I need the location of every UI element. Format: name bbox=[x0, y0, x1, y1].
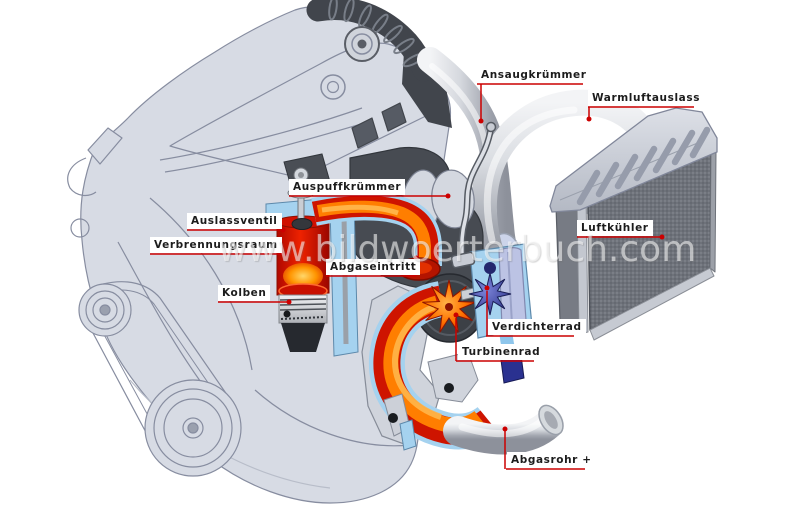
piston-skirt bbox=[281, 323, 325, 352]
exhaust-valve-head bbox=[291, 218, 313, 230]
label-luftkuehler[interactable]: Luftkühler bbox=[577, 220, 653, 236]
label-warmluftauslass[interactable]: Warmluftauslass bbox=[588, 90, 705, 106]
bolt-hole bbox=[444, 383, 454, 393]
label-verdichterrad[interactable]: Verdichterrad bbox=[488, 319, 586, 335]
label-auslassventil[interactable]: Auslassventil bbox=[187, 213, 282, 229]
label-leader-lines bbox=[150, 83, 694, 470]
label-verbrennungsraum[interactable]: Verbrennungsraum bbox=[150, 237, 282, 253]
pulley-small bbox=[78, 283, 132, 337]
label-abgasrohr[interactable]: Abgasrohr + bbox=[507, 452, 596, 468]
combustion-glow bbox=[283, 263, 323, 289]
label-kolben[interactable]: Kolben bbox=[218, 285, 271, 301]
label-ansaugkruemmer[interactable]: Ansaugkrümmer bbox=[477, 67, 591, 83]
cover-ribs bbox=[576, 126, 711, 206]
wire-loop bbox=[70, 218, 90, 238]
oil-line bbox=[450, 121, 497, 269]
engine-block bbox=[67, 5, 452, 504]
intake-slot bbox=[351, 117, 379, 149]
bolt-hole bbox=[388, 413, 398, 423]
compressor-wheel bbox=[468, 272, 512, 316]
exhaust-pipe-out bbox=[443, 404, 564, 455]
label-abgaseintritt[interactable]: Abgaseintritt bbox=[326, 259, 421, 275]
intake-slot bbox=[381, 102, 407, 132]
engine-mount bbox=[87, 127, 123, 165]
intercooler-rim bbox=[589, 267, 715, 341]
bracket-hook bbox=[67, 157, 97, 197]
intercooler-side bbox=[555, 195, 580, 335]
pulley-large bbox=[144, 379, 242, 477]
coolant-tab bbox=[399, 419, 417, 451]
intercooler bbox=[549, 107, 718, 341]
label-turbinenrad[interactable]: Turbinenrad bbox=[458, 344, 545, 360]
label-auspuffkruemmer[interactable]: Auspuffkrümmer bbox=[289, 179, 406, 195]
